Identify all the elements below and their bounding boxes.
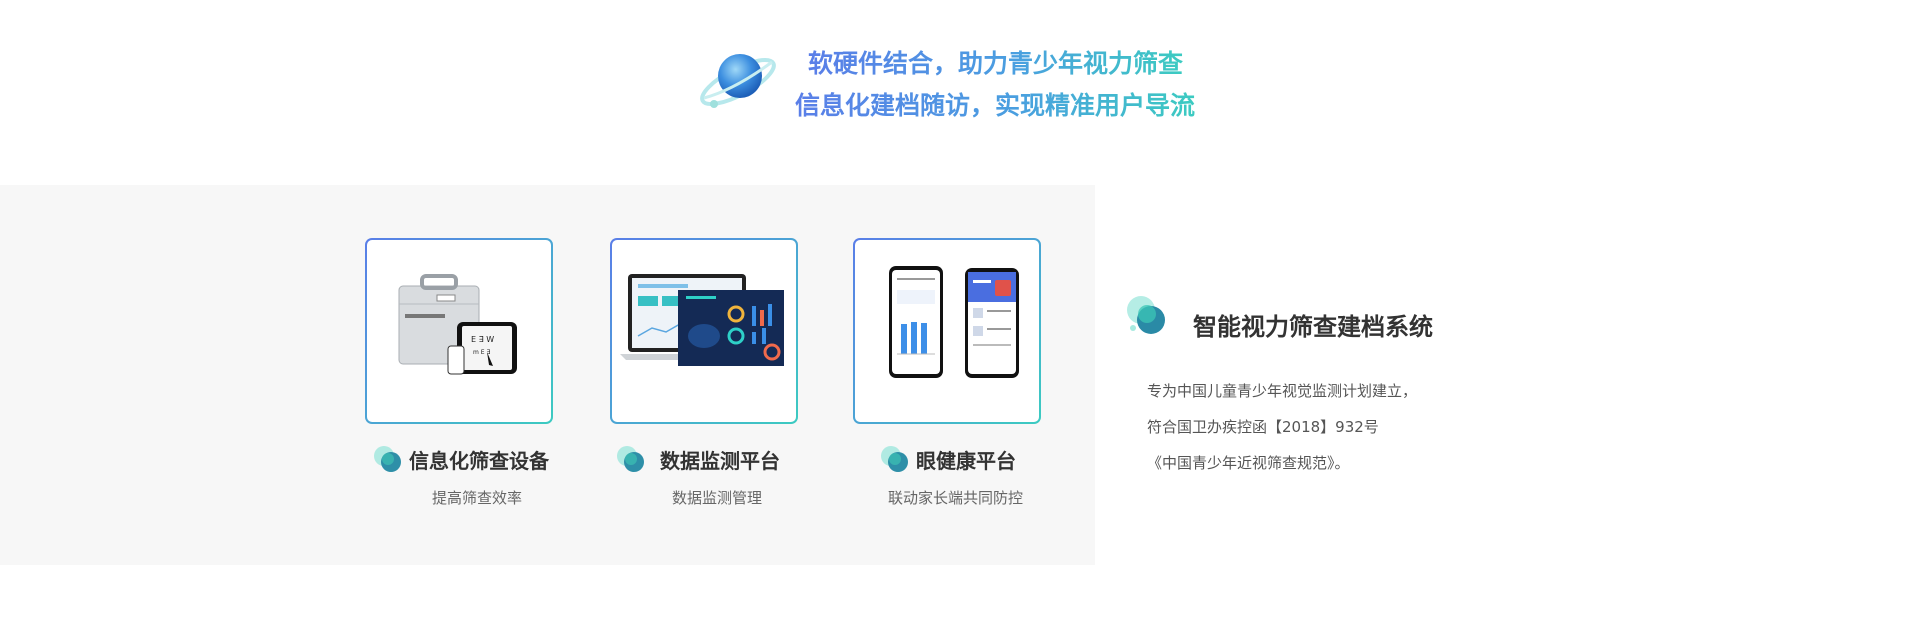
hero-headline-1: 软硬件结合，助力青少年视力筛查: [808, 44, 1183, 80]
svg-text:m E ∃: m E ∃: [473, 349, 490, 356]
bubble-icon: [881, 446, 908, 472]
hero-headline-2: 信息化建档随访，实现精准用户导流: [795, 86, 1195, 122]
system-description-line-3: 《中国青少年近视筛查规范》。: [1147, 454, 1350, 472]
feature-subtitle-device: 提高筛查效率: [432, 489, 523, 507]
briefcase-tablet-image: E ∃ W m E ∃: [398, 274, 517, 375]
feature-title-dashboard: 数据监测平台: [616, 444, 780, 474]
system-bubble-icon: [1127, 296, 1165, 334]
feature-title-text: 信息化筛查设备: [409, 448, 549, 473]
bubble-icon: [617, 446, 644, 472]
hero-section: 软硬件结合，助力青少年视力筛查 信息化建档随访，实现精准用户导流: [0, 0, 1920, 150]
feature-card-device[interactable]: E ∃ W m E ∃: [365, 238, 553, 424]
bubble-icon: [374, 446, 401, 472]
feature-card-mobile[interactable]: [853, 238, 1041, 424]
system-title: 智能视力筛查建档系统: [1193, 313, 1433, 341]
system-description-line-1: 专为中国儿童青少年视觉监测计划建立，: [1147, 382, 1418, 400]
feature-subtitle-dashboard: 数据监测管理: [672, 489, 763, 507]
mobile-phones-image: [889, 266, 1019, 378]
system-description-line-2: 符合国卫办疾控函【2018】932号: [1147, 418, 1379, 436]
feature-title-mobile: 眼健康平台: [880, 444, 1016, 474]
feature-title-text: 眼健康平台: [916, 448, 1016, 473]
feature-subtitle-mobile: 联动家长端共同防控: [888, 489, 1024, 507]
dashboard-screens-image: [620, 274, 784, 366]
feature-title-device: 信息化筛查设备: [373, 444, 549, 474]
svg-text:E ∃ W: E ∃ W: [471, 335, 494, 344]
planet-icon: [700, 54, 776, 108]
feature-title-text: 数据监测平台: [660, 448, 780, 473]
feature-card-dashboard[interactable]: [610, 238, 798, 424]
